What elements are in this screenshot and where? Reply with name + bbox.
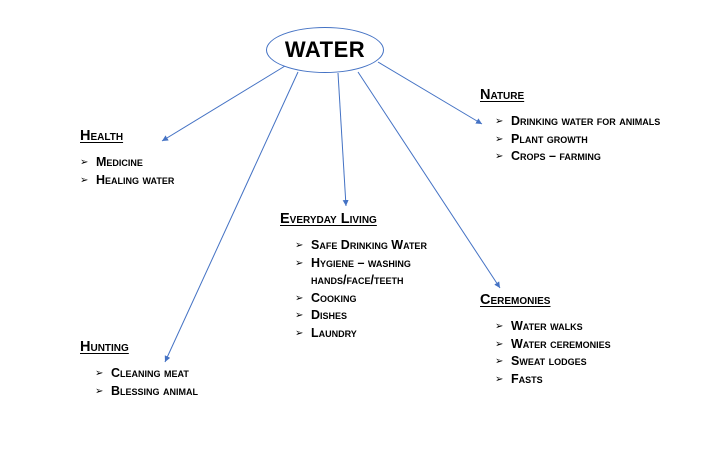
branch-heading-everyday-living: Everyday Living bbox=[280, 211, 377, 227]
list-item: ➢Drinking water for animals bbox=[495, 113, 680, 131]
list-item: ➢Cooking bbox=[295, 290, 455, 308]
central-node-label: WATER bbox=[284, 37, 366, 62]
arrowhead-bullet-icon: ➢ bbox=[495, 133, 504, 145]
arrowhead-bullet-icon: ➢ bbox=[295, 240, 304, 251]
branch-list-health: ➢Medicine ➢Healing water bbox=[80, 154, 174, 189]
list-item: ➢Plant growth bbox=[495, 131, 680, 149]
list-item: ➢Water ceremonies bbox=[495, 336, 680, 354]
connector-ceremonies bbox=[357, 71, 501, 289]
arrowhead-bullet-icon: ➢ bbox=[95, 385, 104, 397]
branch-heading-health: Health bbox=[80, 128, 124, 144]
branch-nature: Nature ➢Drinking water for animals ➢Plan… bbox=[480, 87, 680, 166]
list-item: ➢Hygiene – washing hands/face/teeth bbox=[295, 255, 411, 288]
arrowhead-bullet-icon: ➢ bbox=[495, 116, 504, 127]
arrowhead-bullet-icon: ➢ bbox=[295, 292, 304, 304]
connector-hunting bbox=[164, 71, 299, 363]
list-item: ➢Cleaning meat bbox=[95, 365, 198, 383]
branch-health: Health ➢Medicine ➢Healing water bbox=[80, 128, 174, 189]
branch-heading-ceremonies: Ceremonies bbox=[480, 292, 551, 308]
branch-ceremonies: Ceremonies ➢Water walks ➢Water ceremonie… bbox=[480, 292, 680, 388]
arrowhead-bullet-icon: ➢ bbox=[295, 257, 304, 269]
arrowhead-bullet-icon: ➢ bbox=[295, 327, 304, 339]
branch-list-hunting: ➢Cleaning meat ➢Blessing animal bbox=[95, 365, 198, 400]
list-item: ➢Fasts bbox=[495, 371, 680, 389]
arrowhead-bullet-icon: ➢ bbox=[80, 157, 89, 168]
arrowhead-bullet-icon: ➢ bbox=[495, 338, 504, 350]
arrowhead-bullet-icon: ➢ bbox=[495, 151, 504, 162]
branch-heading-nature: Nature bbox=[480, 87, 525, 103]
list-item: ➢Dishes bbox=[295, 307, 455, 325]
connector-everyday bbox=[337, 72, 349, 207]
arrowhead-bullet-icon: ➢ bbox=[495, 373, 504, 385]
connector-nature bbox=[377, 61, 483, 125]
list-item: ➢Water walks bbox=[495, 318, 680, 336]
list-item: ➢Crops – farming bbox=[495, 148, 680, 166]
arrowhead-bullet-icon: ➢ bbox=[295, 310, 304, 321]
branch-list-everyday-living: ➢Safe Drinking Water ➢Hygiene – washing … bbox=[295, 237, 455, 342]
connector-health bbox=[161, 65, 286, 142]
list-item: ➢Healing water bbox=[80, 172, 174, 190]
list-item: ➢Laundry bbox=[295, 325, 455, 343]
branch-list-ceremonies: ➢Water walks ➢Water ceremonies ➢Sweat lo… bbox=[495, 318, 680, 388]
branch-hunting: Hunting ➢Cleaning meat ➢Blessing animal bbox=[80, 339, 198, 400]
list-item: ➢Sweat lodges bbox=[495, 353, 680, 371]
list-item: ➢Medicine bbox=[80, 154, 174, 172]
arrowhead-bullet-icon: ➢ bbox=[95, 368, 104, 379]
branch-everyday-living: Everyday Living ➢Safe Drinking Water ➢Hy… bbox=[280, 211, 455, 342]
arrowhead-bullet-icon: ➢ bbox=[495, 321, 504, 332]
branch-heading-hunting: Hunting bbox=[80, 339, 129, 355]
branch-list-nature: ➢Drinking water for animals ➢Plant growt… bbox=[495, 113, 680, 166]
arrowhead-bullet-icon: ➢ bbox=[80, 174, 89, 186]
list-item: ➢Safe Drinking Water bbox=[295, 237, 455, 255]
list-item: ➢Blessing animal bbox=[95, 383, 198, 401]
central-node-water: WATER bbox=[266, 27, 384, 73]
arrowhead-bullet-icon: ➢ bbox=[495, 356, 504, 367]
